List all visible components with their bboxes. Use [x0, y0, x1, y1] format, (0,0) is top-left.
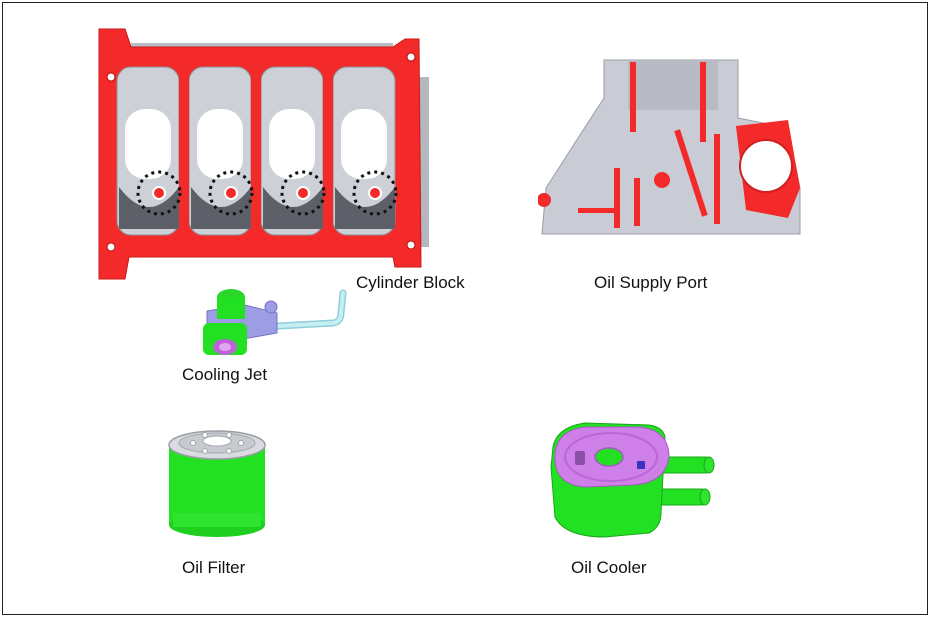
oil-filter-label: Oil Filter [182, 558, 246, 577]
oil-filter-figure [168, 430, 266, 537]
dotted-circle-marker [136, 170, 182, 216]
cylinder-block-figure [98, 28, 429, 280]
cylinder-block-label: Cylinder Block [356, 273, 465, 292]
oil-supply-port-figure [538, 59, 801, 235]
dotted-circle-marker [352, 170, 398, 216]
oil-supply-port-label: Oil Supply Port [594, 273, 708, 292]
oil-cooler-label: Oil Cooler [571, 558, 647, 577]
oil-cooler-figure [550, 422, 715, 538]
dotted-circle-marker [280, 170, 326, 216]
cooling-jet-label: Cooling Jet [182, 365, 268, 384]
dotted-circle-marker [208, 170, 254, 216]
cooling-jet-figure [203, 289, 347, 355]
